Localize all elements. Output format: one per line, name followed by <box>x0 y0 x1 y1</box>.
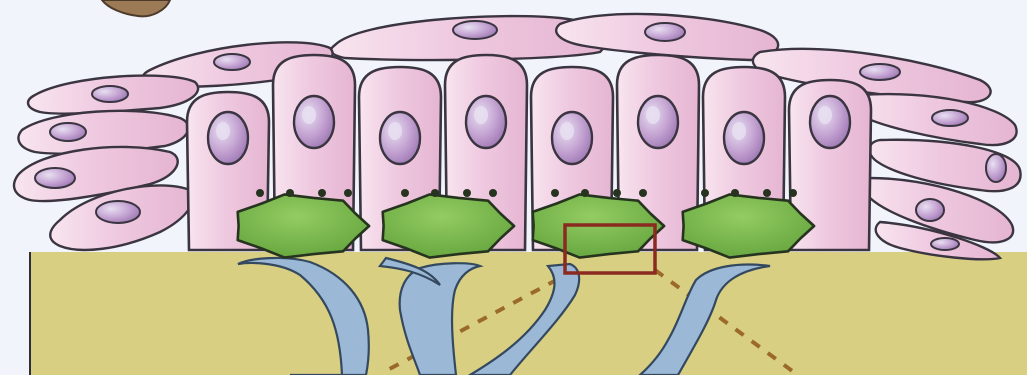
nucleus-highlight <box>302 106 316 124</box>
bud-knob <box>431 189 439 197</box>
flattened-cell-nucleus <box>96 201 140 223</box>
columnar-cell-nucleus <box>208 112 248 164</box>
flattened-cell-nucleus <box>860 64 900 80</box>
columnar-cell-nucleus <box>294 96 334 148</box>
columnar-cell-nucleus <box>466 96 506 148</box>
flattened-cell-nucleus <box>932 110 968 126</box>
nucleus-highlight <box>388 122 402 140</box>
bud-knob <box>639 189 647 197</box>
flattened-cell-nucleus <box>92 86 128 102</box>
flattened-cell-nucleus <box>986 154 1006 182</box>
nucleus-highlight <box>216 122 230 140</box>
bud-knob <box>763 189 771 197</box>
bud-knob <box>463 189 471 197</box>
columnar-cell-nucleus <box>552 112 592 164</box>
nucleus-highlight <box>646 106 660 124</box>
columnar-cell-nucleus <box>380 112 420 164</box>
columnar-cell-nucleus <box>810 96 850 148</box>
flattened-cell-nucleus <box>50 123 86 141</box>
connective-tissue <box>30 252 1027 375</box>
bud-knob <box>731 189 739 197</box>
flattened-cell-nucleus <box>916 199 944 221</box>
nucleus-highlight <box>732 122 746 140</box>
corner-shape <box>102 0 170 16</box>
bud-knob <box>344 189 352 197</box>
flattened-cell-nucleus <box>35 168 75 188</box>
nucleus-highlight <box>474 106 488 124</box>
bud-knob <box>256 189 264 197</box>
flattened-cell-nucleus <box>645 23 685 41</box>
bud-knob <box>551 189 559 197</box>
bud-knob <box>581 189 589 197</box>
bud-knob <box>701 189 709 197</box>
bud-knob <box>286 189 294 197</box>
columnar-cell-nucleus <box>724 112 764 164</box>
flattened-cell-nucleus <box>214 54 250 70</box>
bud-knob <box>613 189 621 197</box>
bud-knob <box>489 189 497 197</box>
nucleus-highlight <box>560 122 574 140</box>
bud-knob <box>401 189 409 197</box>
flattened-cell-nucleus <box>453 21 497 39</box>
columnar-cell-nucleus <box>638 96 678 148</box>
flattened-cell-nucleus <box>931 238 959 250</box>
bud-knob <box>789 189 797 197</box>
bud-knob <box>318 189 326 197</box>
nucleus-highlight <box>818 106 832 124</box>
